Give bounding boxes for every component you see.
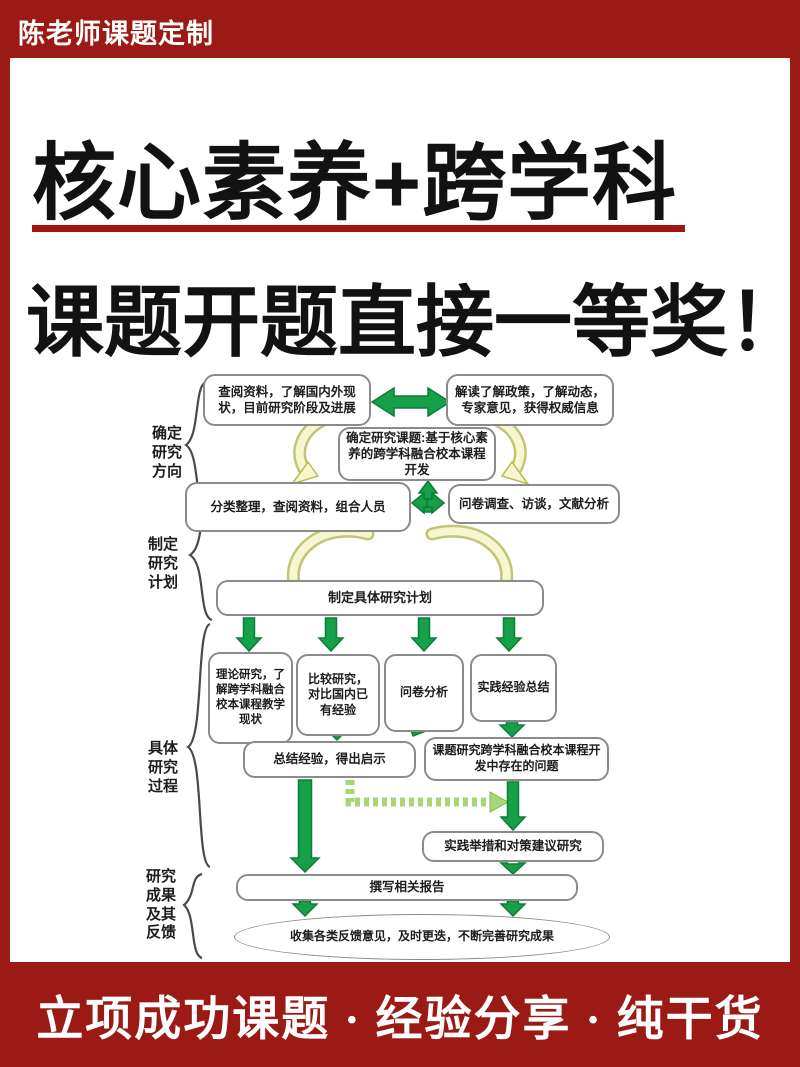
brace-icon bbox=[185, 622, 211, 869]
down-arrow-icon bbox=[291, 900, 319, 918]
brand-name: 陈老师课题定制 bbox=[18, 19, 214, 49]
down-arrow-icon bbox=[499, 781, 527, 832]
down-arrow-icon bbox=[495, 617, 523, 653]
stage-label-plan: 制定研究计划 bbox=[147, 536, 178, 591]
down-arrow-icon bbox=[410, 617, 438, 653]
down-arrow-icon bbox=[235, 617, 263, 653]
flow-box-practice-summary: 实践经验总结 bbox=[470, 654, 557, 722]
flow-box-organize: 分类整理，查阅资料，组合人员 bbox=[185, 482, 411, 532]
double-arrow-icon bbox=[370, 386, 452, 418]
title-line-2: 课题开题直接一等奖！ bbox=[26, 278, 800, 366]
flow-box-analysis: 问卷分析 bbox=[384, 654, 464, 732]
flow-ellipse-feedback: 收集各类反馈意见，及时更迭，不断完善研究成果 bbox=[234, 914, 610, 960]
title-underline bbox=[32, 225, 685, 232]
dashed-elbow-arrow-icon bbox=[345, 780, 510, 813]
flow-box-topic: 确定研究课题:基于核心素养的跨学科融合校本课程开发 bbox=[338, 427, 496, 481]
loop-arrow-icon bbox=[485, 411, 530, 486]
stage-label-outcome: 研究成果及其反馈 bbox=[145, 868, 176, 942]
title-line-1: 核心素养+跨学科 bbox=[32, 136, 678, 230]
flow-box-survey: 问卷调查、访谈，文献分析 bbox=[448, 484, 620, 524]
stage-label-direction: 确定研究方向 bbox=[151, 425, 182, 480]
flow-box-report: 撰写相关报告 bbox=[236, 874, 578, 901]
flow-box-comparative-research: 比较研究，对比国内已有经验 bbox=[296, 654, 380, 736]
top-brand-bar: 陈老师课题定制 bbox=[0, 0, 800, 58]
down-arrow-icon bbox=[289, 779, 321, 874]
footer-tagline: 立项成功课题 · 经验分享 · 纯干货 bbox=[36, 994, 764, 1046]
content-panel: 核心素养+跨学科 课题开题直接一等奖！ bbox=[10, 58, 800, 966]
down-arrow-icon bbox=[317, 617, 345, 653]
down-arrow-icon bbox=[499, 862, 527, 876]
brace-icon bbox=[182, 872, 203, 960]
flow-box-literature-review: 查阅资料，了解国内外现状，目前研究阶段及进展 bbox=[203, 374, 371, 426]
cross-arrow-icon bbox=[410, 479, 446, 515]
flow-box-theory-research: 理论研究，了解跨学科融合校本课程教学现状 bbox=[208, 652, 293, 744]
flow-box-measures: 实践举措和对策建议研究 bbox=[422, 831, 604, 862]
footer-bar: 立项成功课题 · 经验分享 · 纯干货 bbox=[0, 962, 800, 1067]
stage-label-process: 具体研究过程 bbox=[147, 740, 178, 795]
loop-arrow-icon bbox=[290, 411, 335, 486]
flow-box-policy: 解读了解政策，了解动态，专家意见，获得权威信息 bbox=[446, 374, 614, 426]
research-flowchart: 确定研究方向 制定研究计划 具体研究过程 研究成果及其反馈 查阅资料，了解国内外… bbox=[140, 370, 670, 966]
down-arrow-icon bbox=[499, 900, 527, 918]
flow-box-problems: 课题研究跨学科融合校本课程开发中存在的问题 bbox=[424, 737, 609, 781]
flow-box-summary: 总结经验，得出启示 bbox=[243, 741, 416, 778]
flow-box-plan: 制定具体研究计划 bbox=[216, 580, 544, 616]
